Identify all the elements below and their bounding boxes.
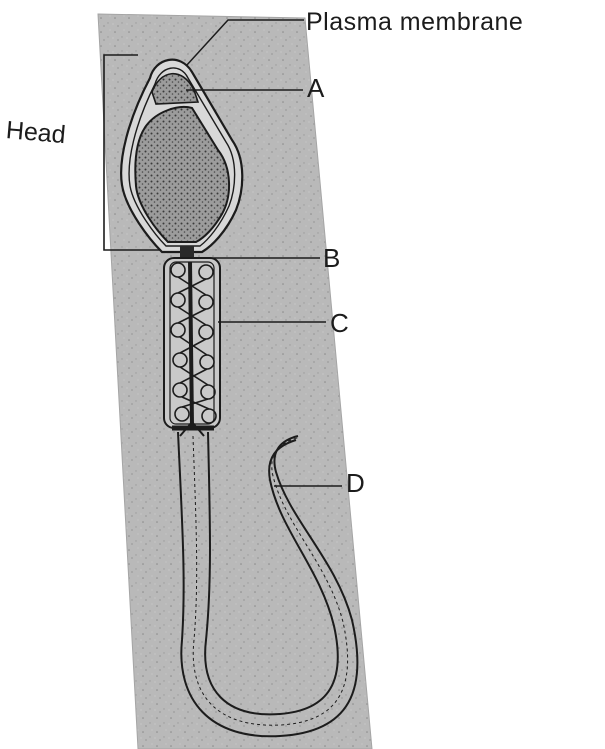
label-head: Head bbox=[5, 118, 67, 148]
label-b: B bbox=[323, 245, 340, 271]
label-d: D bbox=[346, 470, 365, 496]
label-plasma-membrane: Plasma membrane bbox=[306, 10, 523, 35]
label-c: C bbox=[330, 310, 349, 336]
middle-piece bbox=[164, 258, 220, 436]
label-a: A bbox=[307, 75, 324, 101]
